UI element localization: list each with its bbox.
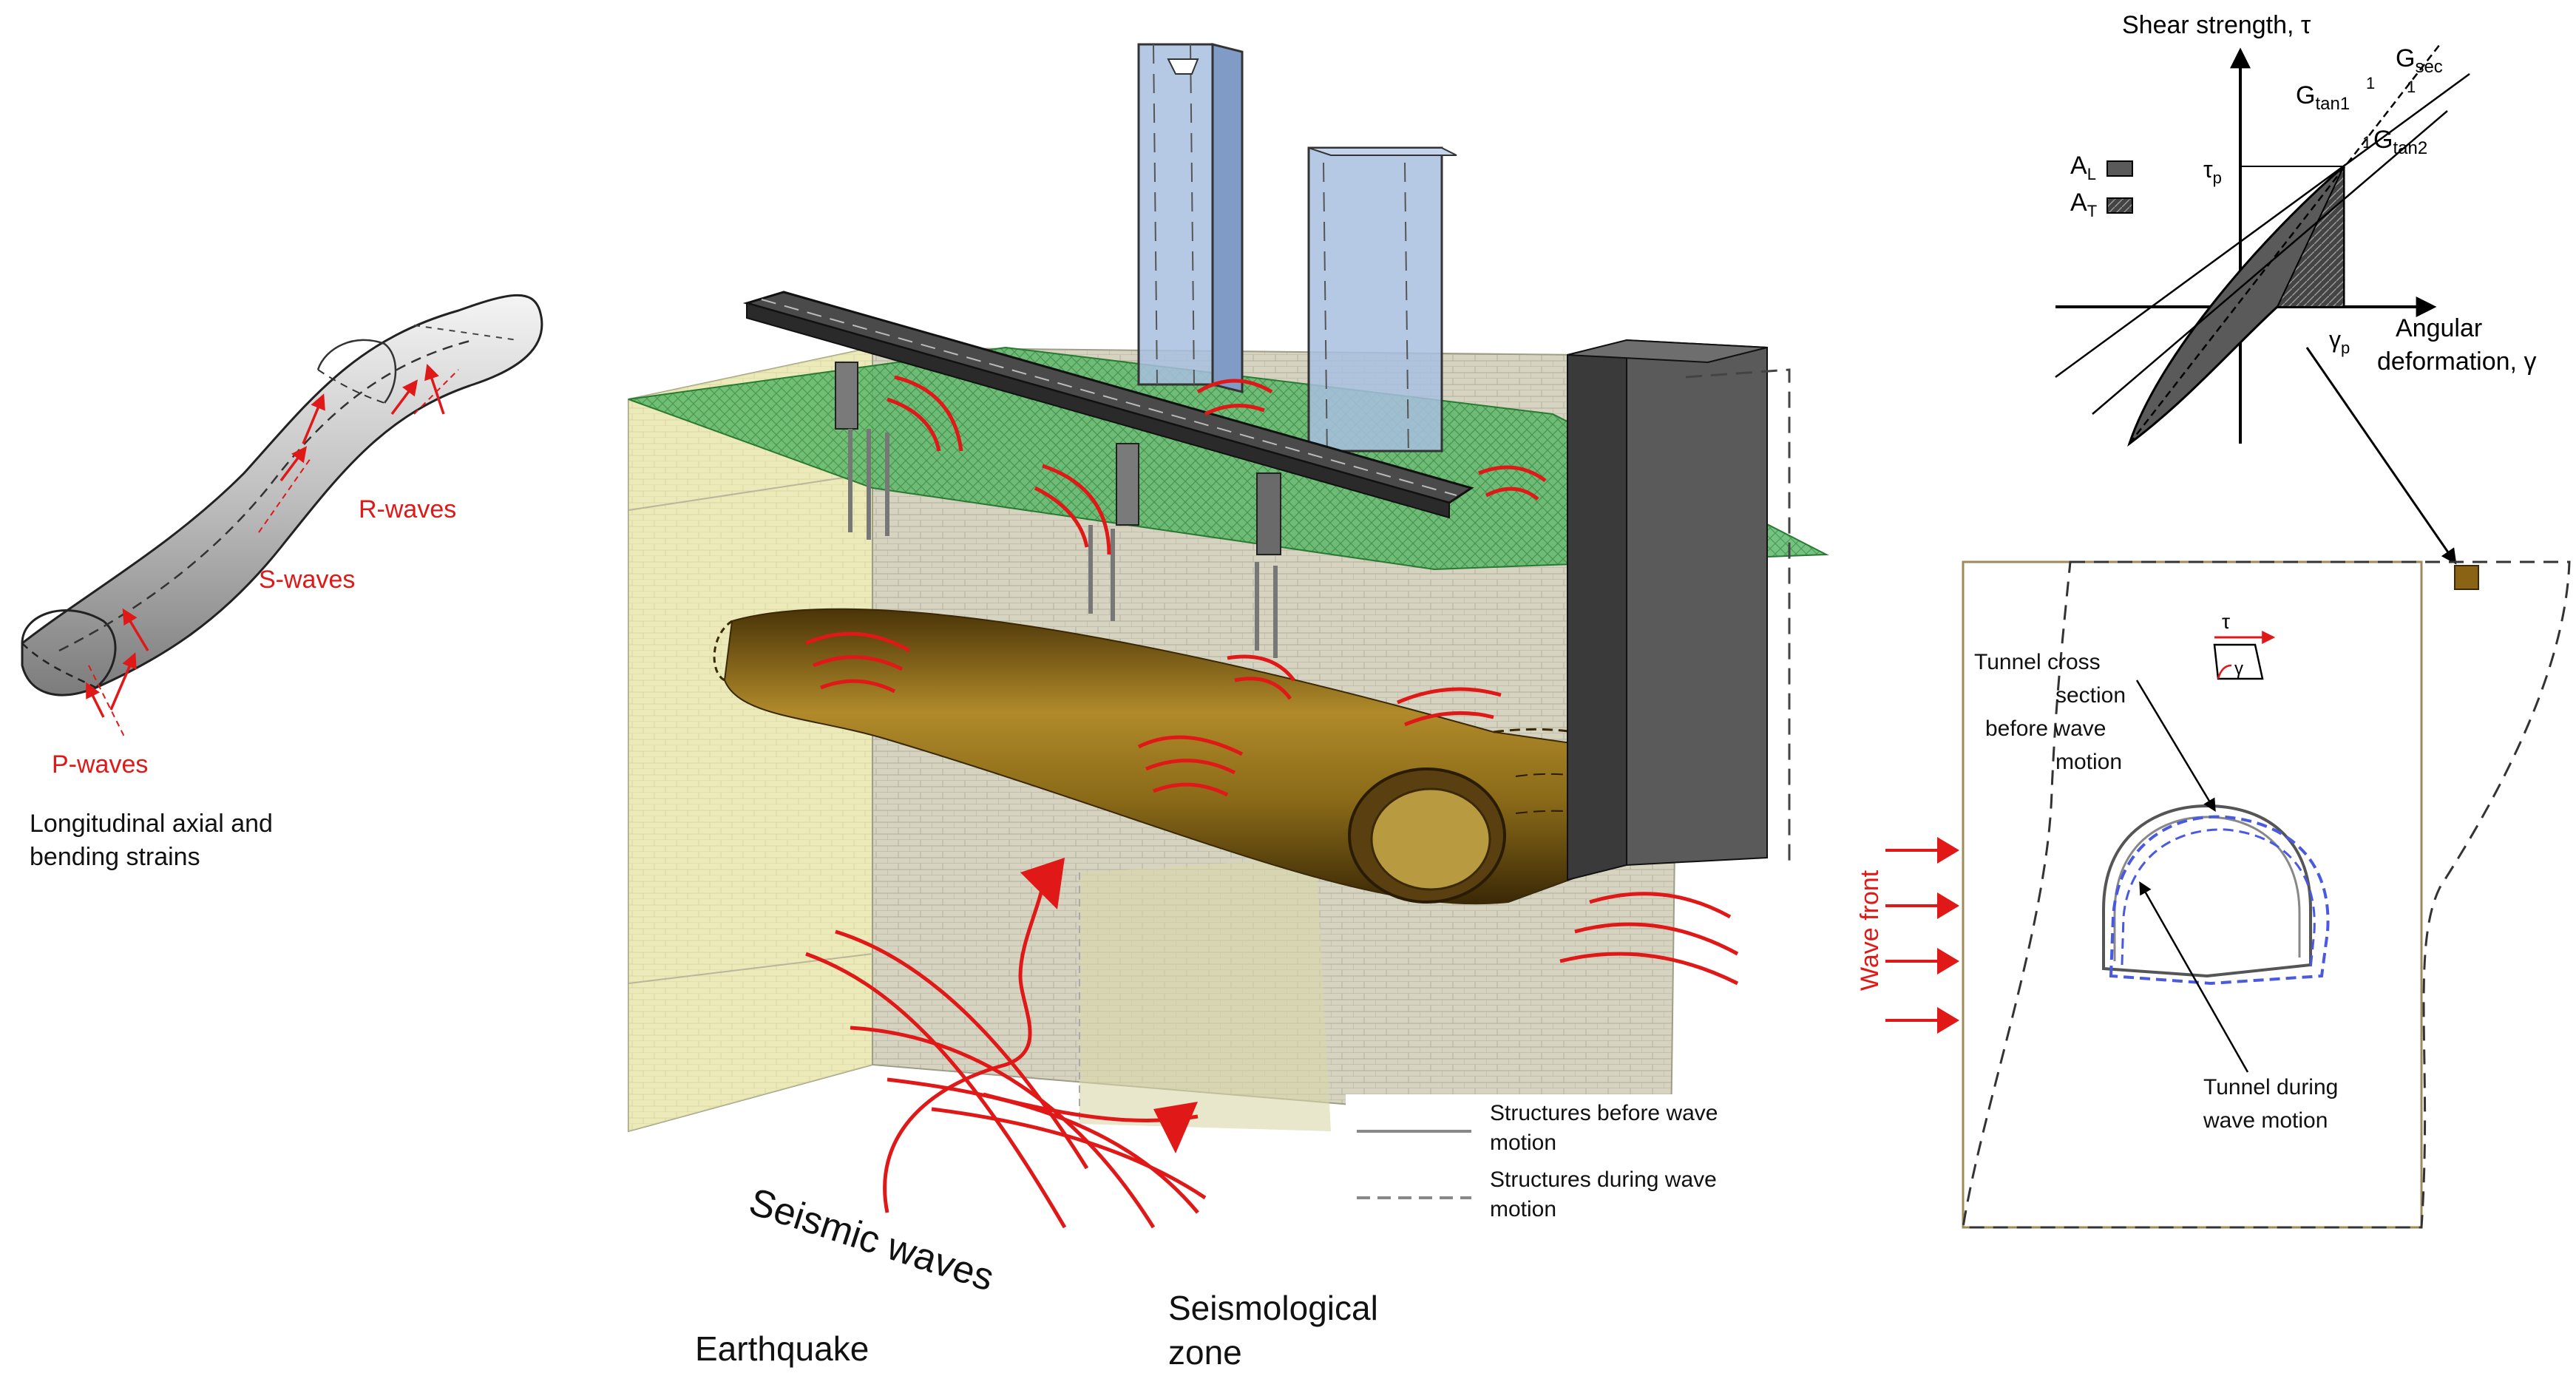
tunnel-section-panel: Wave front τ γ Tunnel cross section befo… [1856,560,2571,1229]
legend-dashed-line1: Structures during wave [1490,1167,1717,1192]
soil-inner-face [1079,858,1331,1131]
wave-arrows-left [86,364,445,718]
wave-front-label: Wave front [1856,870,1884,991]
a-t-swatch [2106,197,2133,214]
shear-chart: Shear strength, τ Angular deformation, γ… [2055,11,2536,565]
a-l-swatch [2106,160,2133,177]
legend: Structures before wave motion Structures… [1346,1094,1760,1227]
during-callout-arrow [2139,881,2249,1073]
a-l-label: AL [2070,152,2096,183]
r-waves-label: R-waves [359,495,456,523]
left-panel: P-waves S-waves R-waves Longitudinal axi… [21,294,543,871]
shear-element-icon: τ γ [2213,610,2276,680]
during-label-line2: wave motion [2203,1108,2328,1133]
legend-dashed-line2: motion [1490,1197,1556,1221]
s-waves-label: S-waves [259,566,355,594]
tunnel [713,608,1672,905]
ground-surface-mesh [628,346,1829,571]
a-t-label: AT [2070,189,2097,220]
ray-arrowhead-right [1153,1102,1198,1153]
g-sec-line [2129,44,2441,444]
slope-one-c: 1 [2362,133,2371,152]
before-callout-arrow [2135,679,2216,813]
chart-pointer-arrow [2305,347,2457,565]
glass-tower-2 [1307,146,1457,459]
caption-line1: Longitudinal axial and [30,810,273,838]
wave-front-arrows [1885,849,1941,1022]
during-label-line1: Tunnel during [2203,1075,2338,1099]
g-tan2-label: Gtan2 [2373,126,2427,158]
wave-dashes-left [88,369,459,740]
glass-tower-1 [1137,43,1244,393]
zone-label-line2: zone [1168,1333,1242,1372]
caption-line2: bending strains [30,843,200,871]
tunnel-during-outer [2109,815,2330,986]
g-tan1-line [2055,72,2470,379]
soil-element-during [1962,560,2571,1229]
before-label-line4: motion [2055,750,2122,774]
tau-icon-label: τ [2222,610,2230,633]
soil-element-marker [2454,565,2479,590]
gamma-icon-label: γ [2234,659,2243,679]
g-tan1-label: Gtan1 [2296,81,2350,114]
tunnel-during-inner [2121,828,2316,969]
soil-left-tint [628,348,872,1131]
gamma-p-label: γp [2329,326,2350,357]
scene-wave-arcs [805,375,1739,986]
seismic-waves-label: Seismic waves [744,1180,999,1299]
viaduct [742,291,1474,658]
ray-arrowhead-up [1020,858,1065,909]
before-label-line1: Tunnel cross [1974,650,2101,674]
g-sec-label: Gsec [2396,44,2443,77]
legend-solid-line1: Structures before wave [1490,1101,1718,1125]
legend-solid-line2: motion [1490,1131,1556,1155]
before-label-line2: section [2055,683,2126,708]
earthquake-label: Earthquake [695,1329,869,1368]
y-axis-label: Shear strength, τ [2122,11,2311,39]
seismic-rays [805,887,1207,1229]
slope-one-a: 1 [2366,74,2375,92]
x-axis-label-line2: deformation, γ [2377,348,2536,376]
x-axis-label-line1: Angular [2396,314,2482,342]
zone-label-line1: Seismological [1168,1289,1378,1327]
tunnel-before-inner [2113,816,2301,961]
wave-front-heads [1937,837,1959,1034]
slope-one-b: 1 [2407,78,2416,96]
p-waves-label: P-waves [52,750,148,779]
before-label-line3: before wave [1985,716,2106,741]
center-panel: Seismic waves Earthquake Seismological z… [628,43,1829,1372]
tau-p-label: τp [2203,156,2222,187]
deformed-tube [21,294,543,696]
dark-building [1567,339,1791,881]
